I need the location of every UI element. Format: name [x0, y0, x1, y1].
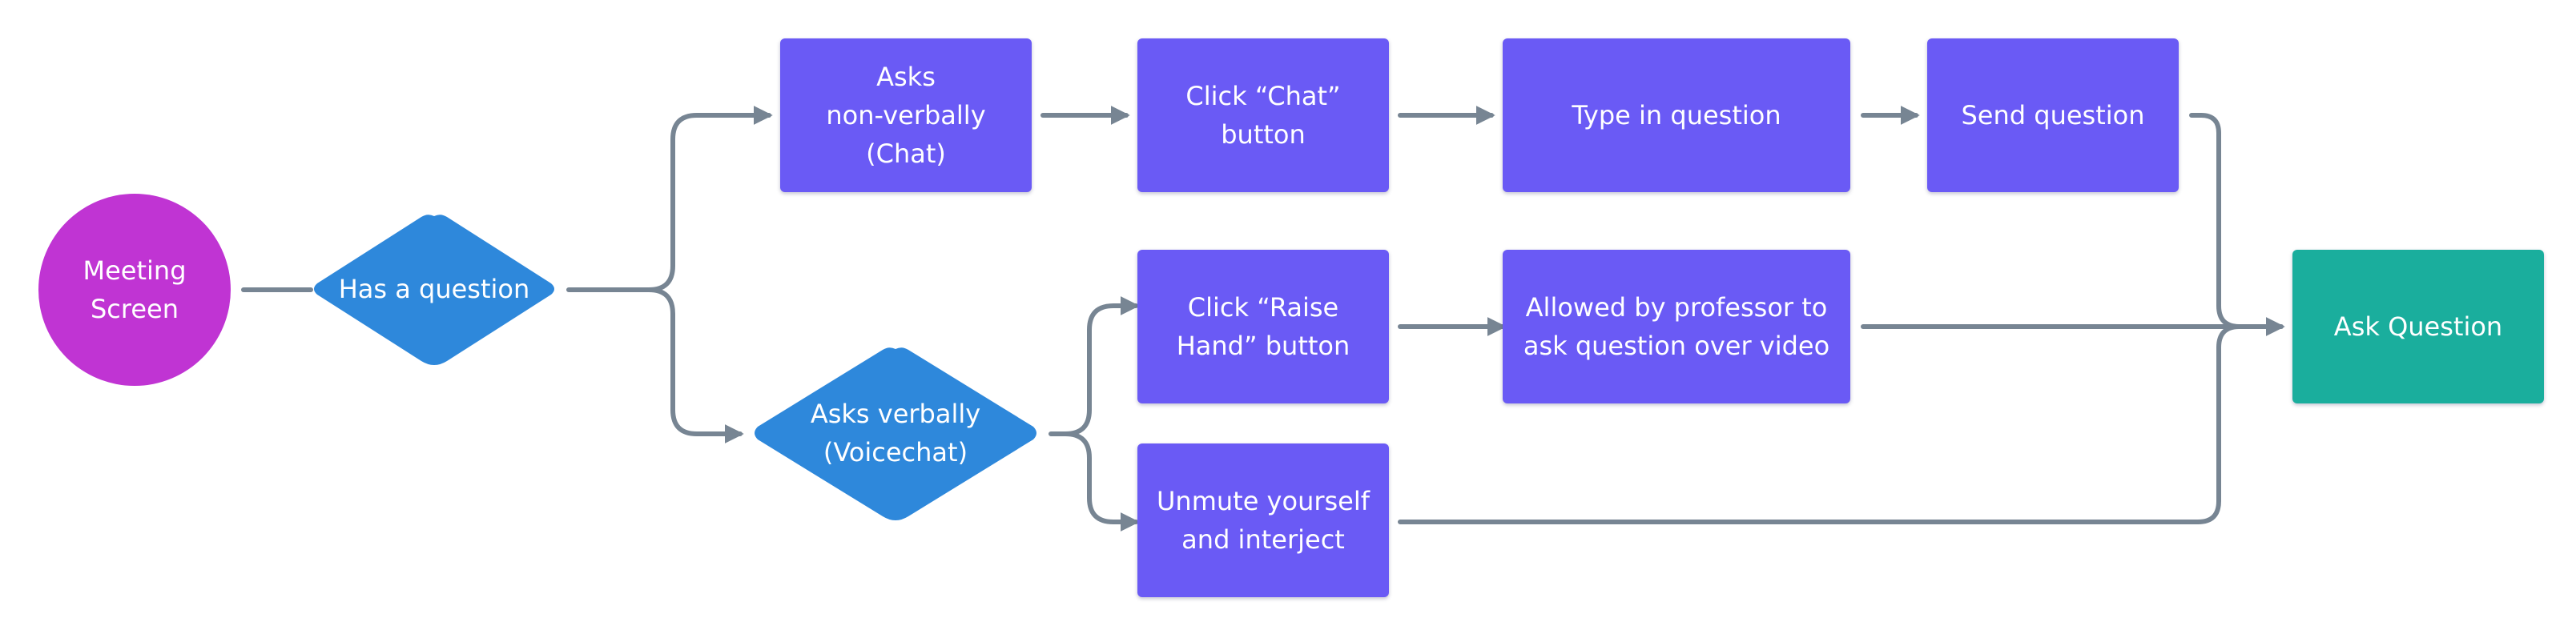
- connector-verbal-to-raise-hand: [1049, 296, 1140, 436]
- process-label-click-raise-hand: Click “Raise Hand” button: [1176, 292, 1350, 361]
- process-label-type-question: Type in question: [1572, 100, 1781, 130]
- process-node-asks-nonverbally: Asks non-verbally (Chat): [780, 38, 1032, 192]
- connector-question-to-nonverbal: [566, 106, 773, 292]
- process-label-unmute-yourself: Unmute yourself and interject: [1156, 486, 1371, 555]
- process-node-type-question: Type in question: [1503, 38, 1850, 192]
- connector-question-to-verbal: [646, 287, 744, 443]
- process-label-allowed-by-professor: Allowed by professor to ask question ove…: [1523, 292, 1830, 361]
- decision-node-asks-verbally: Asks verbally (Voicechat): [751, 346, 1040, 520]
- process-node-allowed-by-professor: Allowed by professor to ask question ove…: [1503, 250, 1850, 403]
- start-node-label: Meeting Screen: [83, 255, 187, 324]
- process-node-unmute-yourself: Unmute yourself and interject: [1137, 443, 1389, 597]
- end-node-ask-question: Ask Question: [2292, 250, 2544, 403]
- connector-send-to-ask: [2189, 113, 2285, 336]
- process-node-click-chat: Click “Chat” button: [1137, 38, 1389, 192]
- process-label-send-question: Send question: [1961, 100, 2145, 130]
- decision-diamond-shape: [314, 215, 554, 365]
- end-node-label: Ask Question: [2333, 311, 2503, 342]
- decision-diamond-shape: [755, 347, 1036, 520]
- connector-unmute-to-ask: [1398, 324, 2242, 524]
- decision-node-has-question: Has a question: [311, 213, 557, 365]
- decision-label-has-question: Has a question: [338, 274, 530, 304]
- decision-label-asks-verbally: Asks verbally (Voicechat): [810, 399, 981, 467]
- process-node-send-question: Send question: [1927, 38, 2179, 192]
- connector-verbal-to-unmute: [1063, 431, 1140, 532]
- start-node-meeting-screen: Meeting Screen: [38, 194, 231, 386]
- process-label-click-chat: Click “Chat” button: [1185, 81, 1341, 150]
- process-node-click-raise-hand: Click “Raise Hand” button: [1137, 250, 1389, 403]
- process-label-asks-nonverbally: Asks non-verbally (Chat): [826, 62, 986, 169]
